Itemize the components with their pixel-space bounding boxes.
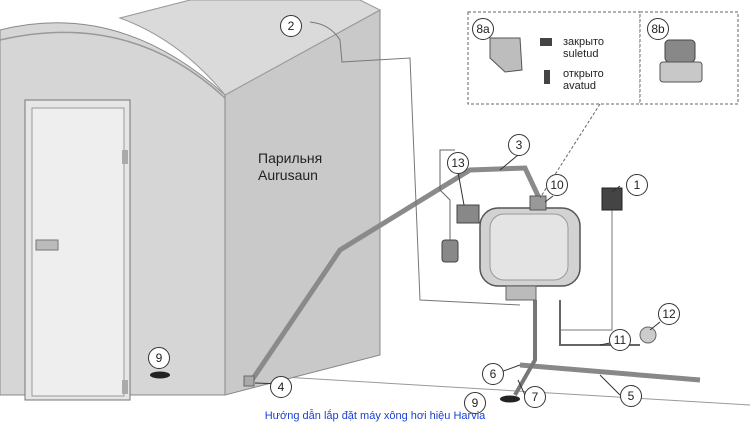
ceiling-arch: [0, 31, 226, 99]
room-label: Парильня Aurusaun: [258, 150, 322, 184]
door-hinge-bottom: [122, 380, 128, 394]
drain-pipe: [513, 300, 537, 396]
caption: Hướng dẫn lắp đặt máy xông hơi hiệu Harv…: [264, 410, 486, 422]
generator-base: [505, 285, 537, 301]
callout-10: 10: [546, 174, 568, 196]
callout-3: 3: [508, 134, 530, 156]
control-cable: [560, 205, 613, 331]
floor-drain-sauna: [150, 371, 170, 379]
callout-6: 6: [482, 363, 504, 385]
callout-7: 7: [524, 386, 546, 408]
valve-open-ru: открыто: [563, 68, 604, 80]
valve-closed-label: закрыто suletud: [563, 36, 604, 60]
generator-front: [489, 213, 569, 281]
wall-socket: [639, 326, 657, 344]
leader-3: [499, 154, 519, 171]
door-handle: [35, 239, 59, 251]
leader-10: [544, 195, 554, 203]
leader-13: [457, 171, 465, 206]
leader-5: [599, 374, 621, 396]
control-panel: [601, 187, 623, 211]
room-label-ru: Парильня: [258, 150, 323, 166]
water-supply-pipe: [519, 362, 701, 383]
room-label-et: Aurusaun: [258, 167, 318, 183]
callout-5: 5: [620, 385, 642, 407]
sauna-roof: [118, 0, 382, 96]
callout-12: 12: [658, 303, 680, 325]
callout-1: 1: [626, 174, 648, 196]
leader-1: [611, 185, 621, 193]
steam-nozzle: [243, 375, 255, 387]
callout-8b: 8b: [647, 18, 669, 40]
callout-13: 13: [447, 152, 469, 174]
fragrance-pump: [456, 204, 480, 224]
door-hinge-top: [122, 150, 128, 164]
steam-pipe: [247, 165, 543, 386]
callout-9-sauna: 9: [148, 347, 170, 369]
valve-10: [529, 195, 547, 211]
callout-2: 2: [280, 15, 302, 37]
callout-11: 11: [609, 329, 631, 351]
callout-4: 4: [270, 376, 292, 398]
leader-7: [517, 379, 526, 396]
valve-open-indicator: [544, 70, 550, 84]
valve-closed-ru: закрыто: [563, 36, 605, 48]
solenoid-coil: [664, 39, 696, 63]
callout-8a: 8a: [472, 18, 494, 40]
fragrance-tube: [439, 149, 455, 240]
sensor-cable: [309, 21, 521, 306]
fragrance-bottle: [441, 239, 459, 263]
floor-drain-outside: [500, 395, 520, 403]
manual-valve: [489, 37, 523, 73]
solenoid-body: [659, 61, 703, 83]
valve-open-et: avatud: [563, 80, 597, 92]
callout-9-outside: 9: [464, 392, 486, 414]
door-glass-pane: [31, 107, 125, 397]
valve-closed-indicator: [540, 38, 552, 46]
valve-open-label: открыто avatud: [563, 68, 604, 92]
leader-12: [649, 321, 661, 331]
valve-closed-et: suletud: [563, 48, 599, 60]
